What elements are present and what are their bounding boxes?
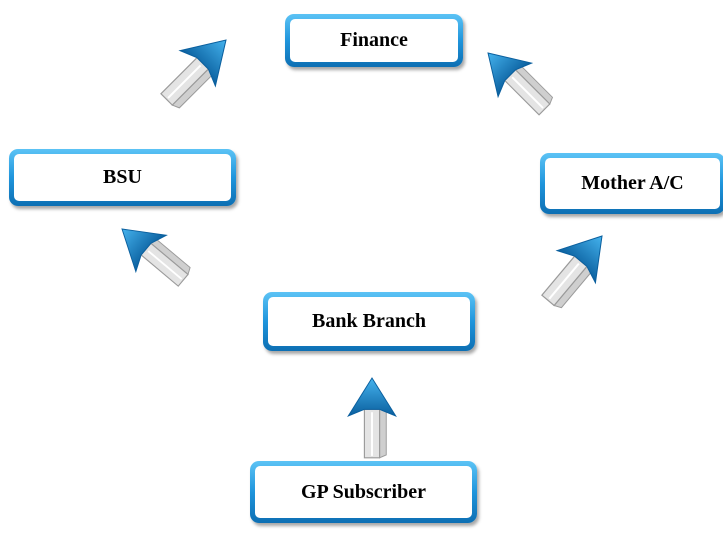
finance-label: Finance	[290, 19, 458, 62]
arrow-head	[347, 377, 397, 418]
bank-branch-label: Bank Branch	[268, 297, 470, 346]
arrow-shaft-highlight	[548, 262, 580, 300]
arrow-head	[121, 228, 168, 274]
arrow-shaft-highlight	[147, 250, 183, 280]
arrow-head	[555, 235, 603, 285]
gp-subscriber-node: GP Subscriber	[250, 461, 477, 523]
arrow-head	[178, 39, 227, 88]
bank-branch-node: Bank Branch	[263, 292, 475, 351]
mother-account-node: Mother A/C	[540, 153, 723, 214]
bsu-node: BSU	[9, 149, 236, 206]
mother-account-label: Mother A/C	[545, 158, 720, 209]
bsu-label: BSU	[14, 154, 231, 201]
arrow-bank-to-mother	[541, 235, 603, 309]
arrow-head	[487, 52, 534, 99]
arrow-shaft-highlight	[167, 64, 202, 99]
arrow-shaft-highlight	[511, 76, 544, 109]
finance-node: Finance	[285, 14, 463, 67]
arrow-shaft-side	[379, 405, 387, 459]
arrow-mother-to-finance	[487, 52, 554, 116]
arrow-bsu-to-finance	[160, 39, 227, 109]
arrow-gp-to-bank	[347, 377, 397, 459]
arrow-bank-to-bsu	[121, 228, 191, 287]
gp-subscriber-label: GP Subscriber	[255, 466, 472, 518]
